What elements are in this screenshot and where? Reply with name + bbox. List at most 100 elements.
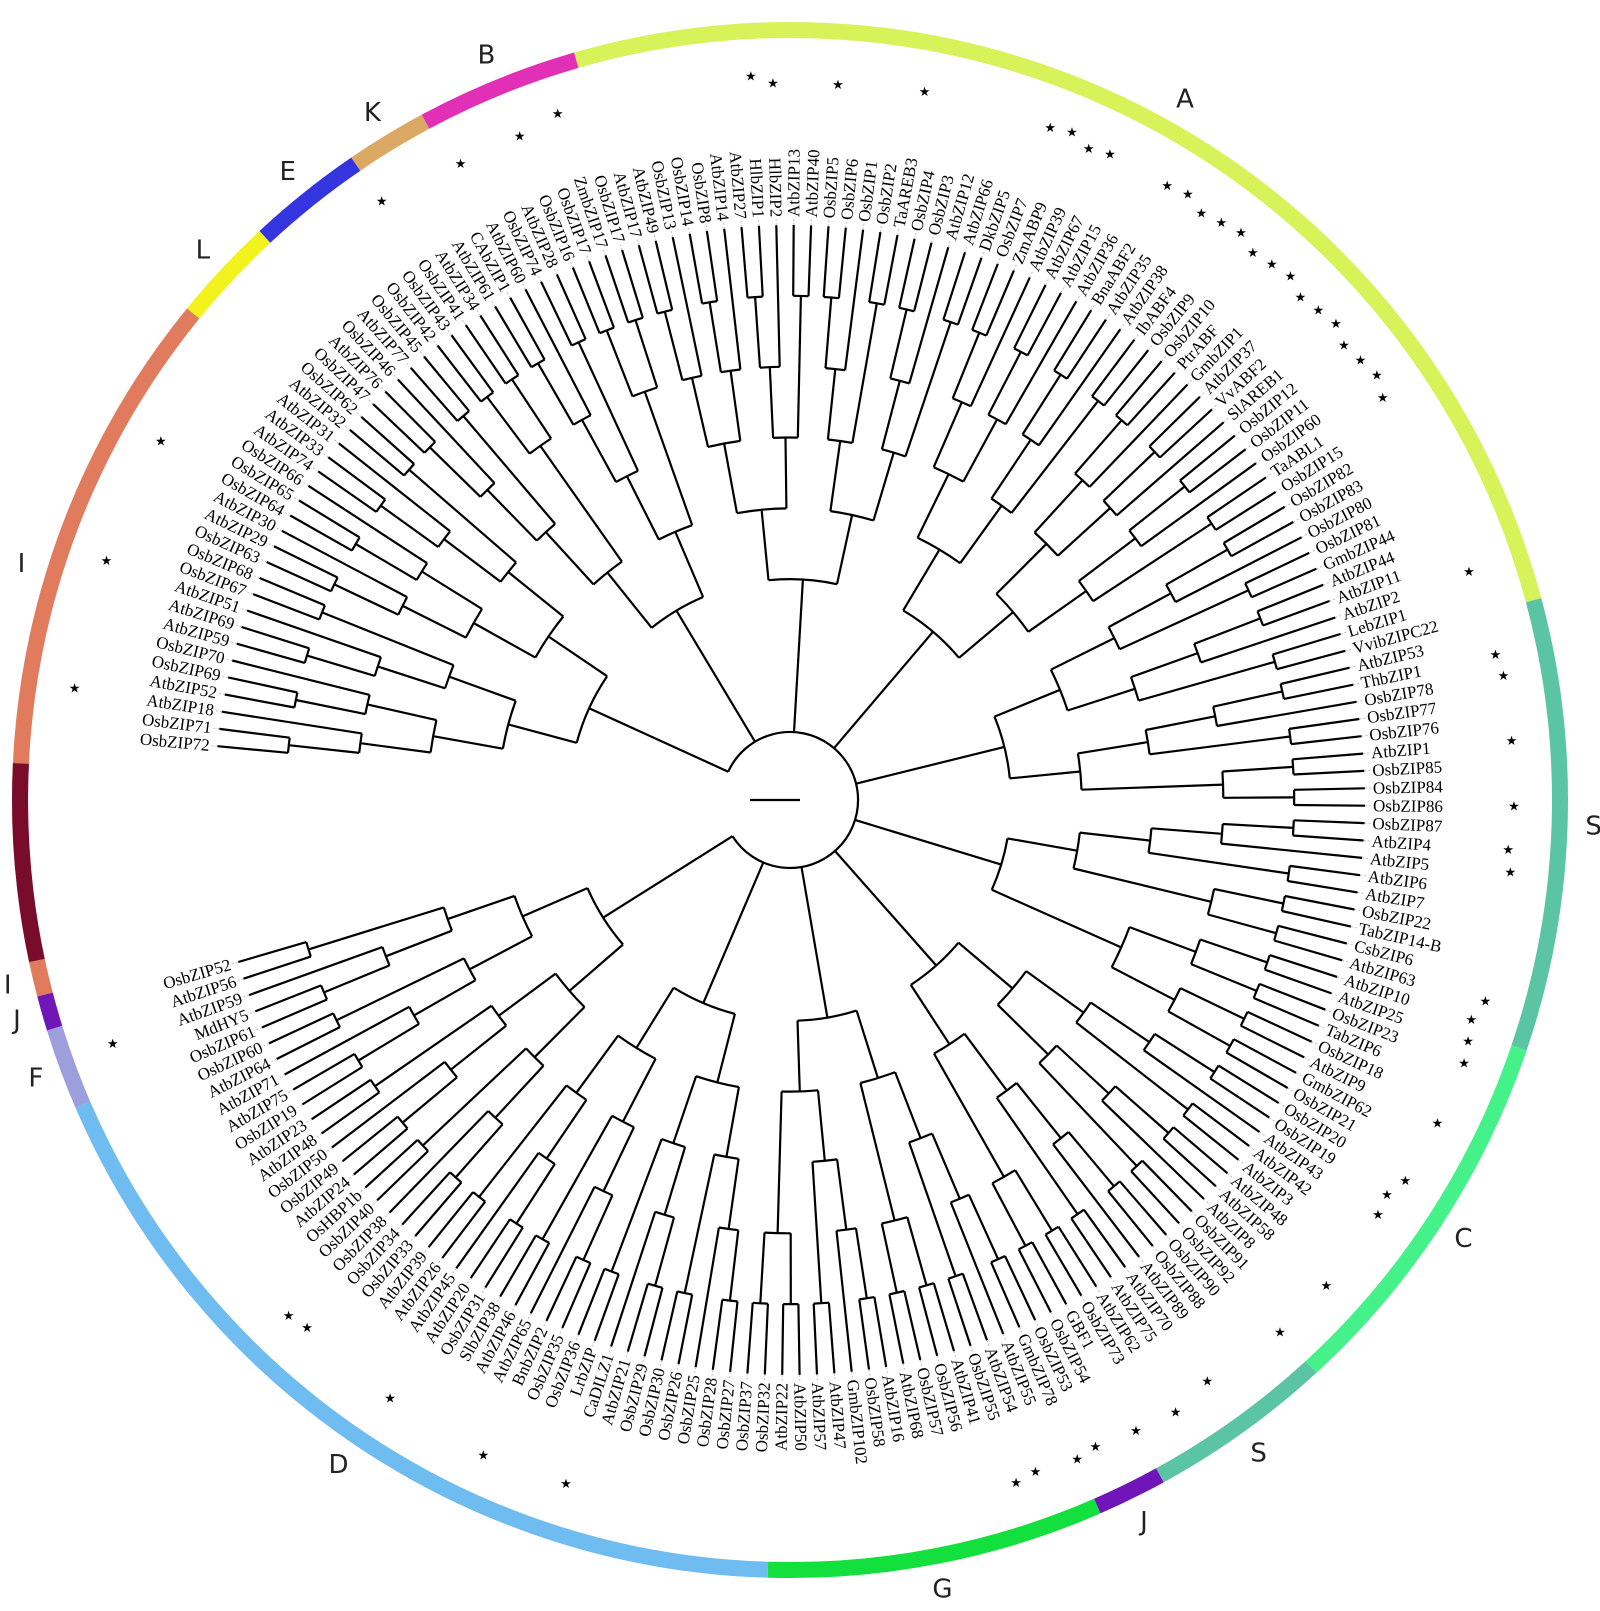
tree-branch-arc [1091,395,1105,407]
leaf-leader [1350,926,1359,929]
tree-branch-arc [572,414,592,426]
tree-branch [540,281,573,346]
tree-branch [450,334,495,394]
tree-branch-arc [627,316,644,324]
tree-branch [478,1084,568,1198]
tree-branch [958,611,1014,659]
leaf-leader [1002,1333,1007,1342]
tree-branch-arc [1221,771,1225,798]
tree-branch [1107,1190,1154,1247]
tree-branch [1015,1082,1062,1139]
tree-branch-arc [673,986,736,1015]
tree-branch [374,1004,493,1088]
tree-branch-arc [991,1169,1016,1185]
tree-branch [675,610,756,743]
tree-branch [1293,819,1365,825]
tree-branch [1070,1217,1112,1278]
tree-branch [331,1061,446,1149]
leaf-leader [1227,1172,1234,1179]
leaf-leader [919,1359,923,1368]
star-marker: ★ [1044,121,1056,136]
tree-branch [1165,548,1229,586]
tree-branch [961,1273,989,1341]
leaf-leader [1152,1245,1159,1253]
tree-branch [367,703,437,722]
tree-branch [259,576,326,607]
tree-branch [643,1287,664,1357]
tree-branch [1130,1170,1180,1225]
tree-branch-arc [1142,1033,1156,1051]
leaf-leader [325,1147,333,1153]
leaf-leader [1238,1159,1246,1166]
tree-branch [602,835,734,919]
tree-branch-arc [305,941,312,957]
leaf-leader [1349,665,1358,669]
star-marker: ★ [1215,216,1227,231]
tree-branch [1167,1010,1231,1047]
leaf-leader [1275,487,1283,493]
star-marker: ★ [1338,339,1350,354]
tree-branch [796,1020,801,1092]
tree-branch [1233,1038,1297,1074]
tree-branch-arc [720,368,741,374]
leaf-label: OsbZIP85 [1372,757,1443,780]
leaf-leader [1360,874,1369,877]
tree-branch [690,377,710,448]
tree-branch-arc [536,523,556,542]
tree-branch [991,1182,1027,1247]
tree-branch [759,1232,766,1304]
leaf-leader [252,574,260,579]
tree-branch [377,665,446,690]
tree-branch [1216,700,1357,728]
tree-branch-arc [375,498,387,513]
tree-branch [252,593,320,621]
leaf-leader [1060,285,1066,294]
tree-branch [568,943,624,992]
star-marker: ★ [1372,1208,1384,1223]
tree-branch [990,1261,1021,1328]
star-marker: ★ [1463,565,1475,580]
tree-branch [949,1201,1005,1335]
tree-branch [311,1078,372,1121]
leaf-leader [1265,472,1273,478]
tree-branch-arc [1022,433,1040,447]
tree-branch [1174,536,1303,603]
leaf-leader [235,978,244,982]
tree-branch-arc [1291,820,1295,836]
tree-branch-arc [1167,987,1182,1012]
tree-branch [1026,292,1062,356]
tree-branch [349,429,405,477]
leaf-leader [446,328,452,336]
leaf-leader [897,227,900,236]
tree-branch [723,443,739,514]
tree-branch [588,707,729,773]
tree-branch [268,1012,334,1045]
leaf-leader [1345,648,1354,652]
leaf-leader [460,318,467,326]
tree-branch [995,1097,1079,1215]
leaf-leader [1278,1102,1286,1108]
tree-branch [1021,374,1062,435]
leaf-leader [986,1340,991,1348]
star-marker: ★ [1130,1424,1142,1439]
tree-branch [904,321,952,457]
leaf-leader [1311,1041,1320,1046]
tree-branch [1292,752,1364,761]
leaf-leader [953,1350,957,1359]
leaf-leader [283,511,291,516]
leaf-leader [301,480,309,487]
tree-branch [298,499,361,539]
tree-branch-arc [615,469,639,483]
leaf-leader [321,452,329,458]
tree-branch [246,609,382,659]
tree-branch [237,941,307,964]
tree-branch-arc [781,1089,819,1093]
leaf-label: AtbZIP1 [1370,739,1431,763]
tree-branch [859,1082,896,1221]
group-segment-L [187,231,271,319]
leaf-leader [1234,430,1242,436]
leaf-leader [1199,390,1206,398]
tree-branch [423,355,470,412]
tree-branch-arc [358,733,363,754]
tree-branch [1090,1001,1151,1044]
